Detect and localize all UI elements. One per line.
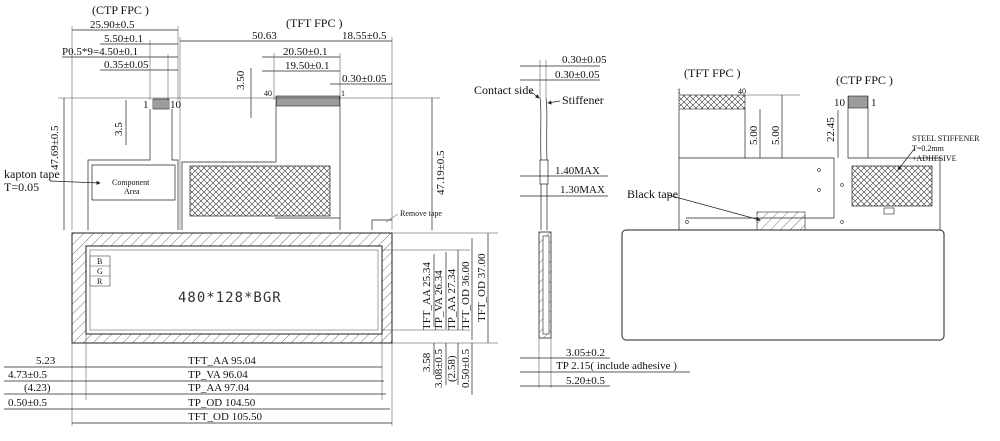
dim-3-08: 3.08±0.5 <box>433 348 445 388</box>
dim-2-58: (2.58) <box>446 355 458 382</box>
dim-ctp-5-50: 5.50±0.1 <box>104 33 143 45</box>
dim-4-23: (4.23) <box>24 382 51 394</box>
dim-tft-20-50: 20.50±0.1 <box>283 46 328 58</box>
back-view: (TFT FPC ) (CTP FPC ) 1 40 5.00 5.00 Bla… <box>621 66 980 341</box>
dim-tft-od-37: TFT_OD 37.00 <box>476 253 488 322</box>
dim-right-47-19: 47.19±0.5 <box>435 150 447 195</box>
side-dim-5-20: 5.20±0.5 <box>566 375 606 387</box>
pixel-b-label: B <box>97 257 102 266</box>
dim-tp-od-horizontal: TP_OD 104.50 <box>188 397 256 409</box>
dim-4-73: 4.73±0.5 <box>8 369 48 381</box>
back-ctp-pin-1: 1 <box>871 97 877 109</box>
component-area-label-2: Area <box>124 187 140 196</box>
black-tape-label: Black tape <box>627 187 678 201</box>
dim-left-3-5: 3.5 <box>113 122 125 136</box>
dim-tft-18-55: 18.55±0.5 <box>342 30 387 42</box>
dim-5-23: 5.23 <box>36 355 56 367</box>
back-tft-pin-1: 1 <box>677 87 681 96</box>
panel-horizontal-dimensions: 5.23 4.73±0.5 (4.23) 0.50±0.5 TFT_AA 95.… <box>4 334 393 426</box>
ctp-fpc: 1 10 Component Area kapton tape T=0.05 <box>4 98 182 230</box>
side-dim-1-40: 1.40MAX <box>555 165 600 177</box>
back-tft-pin-40: 40 <box>738 87 746 96</box>
dim-tft-od-36: TFT_OD 36.00 <box>460 261 472 330</box>
display-panel: B G R 480*128*BGR <box>71 232 393 344</box>
left-dimensions: 47.69±0.5 3.5 <box>49 97 440 230</box>
stiffener-label: Stiffener <box>562 93 604 107</box>
ctp-pin-10: 10 <box>170 99 182 111</box>
dim-left-47-69: 47.69±0.5 <box>49 125 61 170</box>
side-dim-1-30: 1.30MAX <box>560 184 605 196</box>
stiffener-thickness-label: T=0.2mm <box>912 144 945 153</box>
back-ctp-fpc-label: (CTP FPC ) <box>836 73 893 87</box>
dim-0-50-bottom: 0.50±0.5 <box>8 397 48 409</box>
pixel-r-label: R <box>97 277 103 286</box>
back-dim-22-45: 5.00 <box>770 125 782 145</box>
front-view: (CTP FPC ) (TFT FPC ) 25.90±0.5 5.50±0.1… <box>4 3 498 426</box>
dim-tp-aa-vertical: TP_AA 27.34 <box>446 268 458 330</box>
kapton-thickness-label: T=0.05 <box>4 180 39 194</box>
dim-tp-va-vertical: TP_VA 26.34 <box>433 270 445 330</box>
ctp-fpc-label: (CTP FPC ) <box>92 3 149 17</box>
tft-pin-1: 1 <box>341 89 345 98</box>
dim-tft-0-30: 0.30±0.05 <box>342 73 387 85</box>
tft-top-dimensions: 50.63 18.55±0.5 20.50±0.1 19.50±0.1 0.30… <box>179 30 393 230</box>
tft-fpc: 40 1 Remove tape 47.19±0.5 <box>181 89 447 230</box>
back-panel <box>621 229 945 341</box>
back-dim-5-00-a: 5.00 <box>748 125 760 145</box>
back-ctp-pin-10: 10 <box>834 97 846 109</box>
dim-tft-50-63: 50.63 <box>252 30 277 42</box>
dim-tp-aa-horizontal: TP_AA 97.04 <box>188 382 250 394</box>
panel-vertical-dimensions: TFT_AA 25.34 TP_VA 26.34 TP_AA 27.34 TFT… <box>382 232 498 395</box>
dim-tft-3-50: 3.50 <box>235 70 247 90</box>
contact-side-label: Contact side <box>474 83 534 97</box>
adhesive-label: +ADHESIVE <box>912 154 957 163</box>
dim-ctp-25-90: 25.90±0.5 <box>90 19 135 31</box>
dim-ctp-pitch: P0.5*9=4.50±0.1 <box>62 46 138 58</box>
component-area-label: Component <box>112 178 150 187</box>
dim-tft-od-horizontal: TFT_OD 105.50 <box>188 411 262 423</box>
pixel-g-label: G <box>97 267 103 276</box>
resolution-label: 480*128*BGR <box>178 290 282 306</box>
dim-3-58: 3.58 <box>421 352 433 372</box>
ctp-pin-1: 1 <box>143 99 149 111</box>
side-dim-3-05: 3.05±0.2 <box>566 347 605 359</box>
steel-stiffener-label: STEEL STIFFENER <box>912 134 980 143</box>
tft-fpc-label: (TFT FPC ) <box>286 16 342 30</box>
ctp-top-dimensions: 25.90±0.5 5.50±0.1 P0.5*9=4.50±0.1 0.35±… <box>62 19 179 230</box>
dim-0-50-vertical: 0.50±0.5 <box>460 348 472 388</box>
side-view: 0.30±0.05 0.30±0.05 Contact side Stiffen… <box>474 54 690 388</box>
back-tft-fpc-label: (TFT FPC ) <box>684 66 740 80</box>
back-dim-5-00-b: 22.45 <box>825 117 837 142</box>
dim-tft-aa-horizontal: TFT_AA 95.04 <box>188 355 256 367</box>
dim-ctp-0-35: 0.35±0.05 <box>104 59 149 71</box>
tft-pin-40: 40 <box>264 89 272 98</box>
remove-tape-label: Remove tape <box>400 209 442 218</box>
side-dim-tp-2-15: TP 2.15( include adhesive ) <box>556 360 677 372</box>
dim-tft-19-50: 19.50±0.1 <box>285 60 330 72</box>
kapton-tape-label: kapton tape <box>4 167 60 181</box>
side-dim-0-30-b: 0.30±0.05 <box>555 69 600 81</box>
dim-tft-aa-vertical: TFT_AA 25.34 <box>421 262 433 330</box>
dim-tp-va-horizontal: TP_VA 96.04 <box>188 369 248 381</box>
side-dim-0-30-a: 0.30±0.05 <box>562 54 607 66</box>
